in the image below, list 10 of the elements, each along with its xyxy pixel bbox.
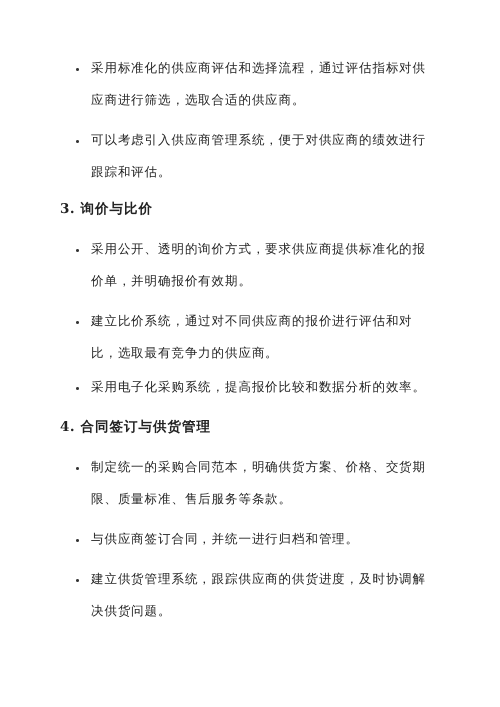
bullet-text: 采用电子化采购系统，提高报价比较和数据分析的效率。 <box>91 378 427 396</box>
bullet-text: 建立比价系统，通过对不同供应商的报价进行评估和对比，选取最有竞争力的供应商。 <box>91 312 414 362</box>
bullet-text: 与供应商签订合同，并统一进行归档和管理。 <box>91 530 360 548</box>
bullet-text: 建立供货管理系统，跟踪供应商的供货进度，及时协调解决供货问题。 <box>91 570 427 620</box>
bullet-text: 采用标准化的供应商评估和选择流程，通过评估指标对供应商进行筛选，选取合适的供应商。 <box>91 59 427 109</box>
bullet-text: 制定统一的采购合同范本，明确供货方案、价格、交货期限、质量标准、售后服务等条款。 <box>91 458 427 508</box>
section-heading: 3. 询价与比价 <box>60 200 153 219</box>
section-heading: 4. 合同签订与供货管理 <box>60 418 211 437</box>
bullet-text: 采用公开、透明的询价方式，要求供应商提供标准化的报价单，并明确报价有效期。 <box>91 240 427 290</box>
bullet-text: 可以考虑引入供应商管理系统，便于对供应商的绩效进行跟踪和评估。 <box>91 131 427 181</box>
